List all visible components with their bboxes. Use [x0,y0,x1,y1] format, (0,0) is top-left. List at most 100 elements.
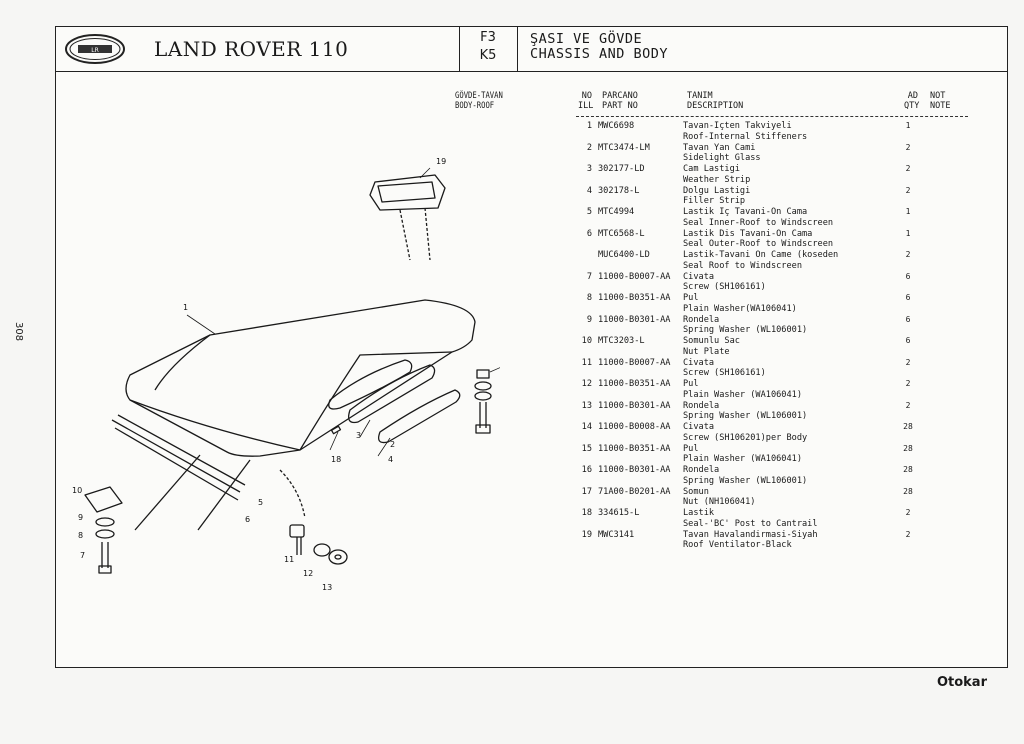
part-desc-tr: Tavan Yan Cami [683,142,756,153]
col-header-desc-tr: TANIM [687,91,713,101]
part-desc-tr: Civata [683,271,715,282]
part-number: MUC6400-LD [598,250,650,260]
parts-row-continued: Seal Outer-Roof to Windscreen [568,239,918,250]
group-label: GÖVDE-TAVAN BODY-ROOF [455,91,503,111]
parts-row-continued: Filler Strip [568,196,918,207]
part-desc-en: Filler Strip [683,196,746,207]
part-qty [898,497,918,508]
part-ref-number [568,497,598,508]
col-header-desc: TANIM DESCRIPTION [687,91,743,111]
side-page-number: 308 [13,322,24,342]
part-desc-tr: Somun [683,486,709,497]
parts-row-continued: Seal Inner-Roof to Windscreen [568,218,918,229]
part-desc-en: Plain Washer (WA106041) [683,389,802,400]
part-ref-number: 15 [581,443,592,454]
part-ref-number [568,132,598,143]
part-ref-number [568,218,598,229]
part-desc-en: Seal Inner-Roof to Windscreen [683,217,834,228]
part-qty [898,282,918,293]
part-number: 71A00-B0201-AA [598,486,671,497]
callout-3: 3 [356,431,361,440]
part-ref-number: 12 [581,379,592,389]
part-number: 11000-B0351-AA [598,379,671,389]
part-number [598,132,683,143]
group-label-en: BODY-ROOF [455,101,495,111]
part-qty [898,132,918,143]
part-ref-number: 18 [581,508,592,518]
col-header-no-tr: NO [581,91,592,101]
roof-exploded-diagram: 12345678910111213141516171819 [72,157,500,592]
part-qty [898,218,918,229]
part-ref-number: 3 [586,164,592,174]
part-ref-number: 10 [581,336,592,346]
part-ref-number: 17 [581,486,592,497]
parts-row-continued: Plain Washer(WA106041) [568,304,918,315]
header-rule [576,116,968,117]
part-number [598,540,683,551]
part-desc-en: Roof-Internal Stiffeners [683,131,808,142]
part-qty: 1 [905,207,911,216]
part-qty [898,304,918,315]
part-ref-number: 7 [586,271,592,282]
parts-row-continued: Screw (SH106161) [568,282,918,293]
part-ref-number [568,347,598,358]
part-desc-en: Seal Outer-Roof to Windscreen [683,239,834,250]
part-desc-en: Roof Ventilator-Black [683,540,792,551]
callout-9: 9 [78,513,83,522]
windscreen-seal-inner-part [111,414,246,493]
part-number [598,304,683,315]
callout-7: 7 [80,551,85,560]
part-number [598,239,683,250]
part-desc-tr: Pul [683,293,699,303]
section-title-tr: ŞASI VE GÖVDE [530,31,643,47]
part-qty: 2 [905,400,911,410]
part-qty: 2 [905,250,911,259]
callout-6: 6 [245,515,250,524]
part-desc-tr: Pul [683,443,699,454]
callout-12: 12 [303,569,313,578]
parts-row-continued: Sidelight Glass [568,153,918,164]
part-number: MTC6568-L [598,228,645,239]
part-qty: 28 [903,486,913,496]
col-header-note: NOT NOTE [930,91,950,111]
part-number [598,476,683,487]
part-ref-number [568,175,598,186]
part-qty: 1 [905,228,911,238]
callout-18: 18 [331,455,341,464]
part-number [598,519,683,530]
parts-row-continued: Roof-Internal Stiffeners [568,132,918,143]
page-header: LR LAND ROVER 110 F3 K5 ŞASI VE GÖVDE CH… [56,27,1007,72]
part-desc-en: Weather Strip [683,174,751,185]
part-desc-en: Screw (SH106161) [683,368,766,379]
part-ref-number [568,325,598,336]
parts-row-continued: Nut Plate [568,347,918,358]
windscreen-seal-outer-part [114,427,239,501]
part-number: 11000-B0008-AA [598,422,671,432]
part-qty [898,196,918,207]
part-ref-number [568,390,598,401]
part-number [598,325,683,336]
part-ref-number: 6 [586,228,592,239]
part-ref-number: 1 [586,121,592,131]
part-desc-en: Seal-'BC' Post to Cantrail [683,518,818,529]
parts-row-continued: Spring Washer (WL106001) [568,411,918,422]
col-header-part-en: PART NO [602,101,638,111]
part-ref-number [568,433,598,444]
header-divider [459,27,460,71]
part-qty [898,153,918,164]
part-ref-number: 19 [581,529,592,540]
part-qty: 2 [905,185,911,195]
part-ref-number: 4 [586,185,592,196]
